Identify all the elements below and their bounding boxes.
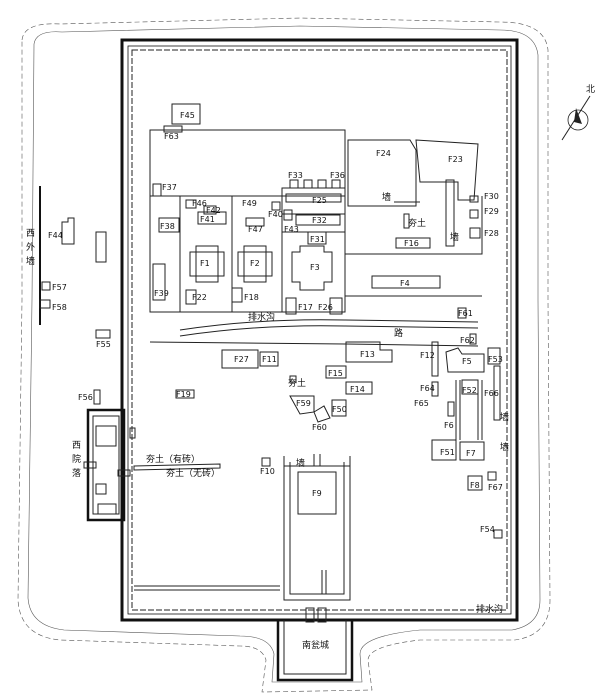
west-courtyard-label: 西 — [72, 440, 81, 451]
feature-label-f55: F55 — [96, 340, 111, 349]
feature-label-f54: F54 — [480, 525, 495, 534]
feature-label-f63: F63 — [164, 132, 179, 141]
feature-label-f9: F9 — [312, 489, 322, 498]
feature-label-f50: F50 — [332, 405, 347, 414]
feature-label-f40: F40 — [268, 210, 283, 219]
wall-label: 墙 — [500, 411, 509, 423]
feature-label-f65: F65 — [414, 399, 429, 408]
feature-label-f43: F43 — [284, 225, 299, 234]
drain-label: 排水沟 — [248, 311, 275, 323]
north-arrow-icon — [561, 95, 591, 141]
south-compound — [134, 454, 351, 601]
feature-label-f25: F25 — [312, 196, 327, 205]
feature-label-f11: F11 — [262, 355, 277, 364]
feature-label-f31: F31 — [310, 235, 325, 244]
northeast-compound — [344, 139, 483, 345]
west-outer-wall-label: 西 — [26, 228, 35, 239]
feature-label-f18: F18 — [244, 293, 259, 302]
west-outer-wall-label: 墙 — [26, 255, 35, 267]
feature-label-f16: F16 — [404, 239, 419, 248]
feature-label-f12: F12 — [420, 351, 435, 360]
feature-label-f1: F1 — [200, 259, 210, 268]
feature-label-f8: F8 — [470, 481, 480, 490]
feature-label-f17: F17 — [298, 303, 313, 312]
feature-label-f4: F4 — [400, 279, 410, 288]
south-weng-cheng — [276, 607, 354, 682]
feature-label-f51: F51 — [440, 448, 455, 457]
feature-label-f7: F7 — [466, 449, 476, 458]
feature-label-f42: F42 — [206, 206, 221, 215]
feature-label-f67: F67 — [488, 483, 503, 492]
west-courtyard-label: 院 — [72, 453, 81, 465]
feature-label-f64: F64 — [420, 384, 435, 393]
feature-label-f37: F37 — [162, 183, 177, 192]
feature-label-f14: F14 — [350, 385, 365, 394]
feature-label-f57: F57 — [52, 283, 67, 292]
central-buildings — [133, 341, 503, 539]
feature-label-f6: F6 — [444, 421, 454, 430]
feature-label-f2: F2 — [250, 259, 260, 268]
feature-label-f45: F45 — [180, 111, 195, 120]
feature-label-f49: F49 — [242, 199, 257, 208]
feature-label-f62: F62 — [460, 336, 475, 345]
drain-label: 排水沟 — [476, 603, 503, 615]
feature-label-f41: F41 — [200, 215, 215, 224]
west-small-buildings — [39, 217, 111, 405]
feature-label-f5: F5 — [462, 357, 472, 366]
feature-label-f60: F60 — [312, 423, 327, 432]
road-label: 路 — [394, 327, 403, 339]
feature-label-f44: F44 — [48, 231, 63, 240]
feature-label-f19: F19 — [176, 390, 191, 399]
feature-label-f46: F46 — [192, 199, 207, 208]
feature-label-f13: F13 — [360, 350, 375, 359]
wall-label: 墙 — [500, 441, 509, 453]
feature-label-f59: F59 — [296, 399, 311, 408]
feature-label-f52: F52 — [462, 386, 477, 395]
rammed-earth-label: 夯土 — [408, 217, 426, 229]
feature-label-f3: F3 — [310, 263, 320, 272]
feature-label-f47: F47 — [248, 225, 263, 234]
north-label: 北 — [586, 84, 595, 95]
feature-label-f38: F38 — [160, 222, 175, 231]
south-weng-cheng-label: 南瓮城 — [302, 639, 329, 651]
west-courtyard — [83, 408, 136, 522]
feature-label-f29: F29 — [484, 207, 499, 216]
rammed-earth-with-brick-label: 夯土（有砖） — [146, 453, 200, 465]
feature-label-f53: F53 — [488, 355, 503, 364]
rammed-earth-no-brick-label: 夯土（无砖） — [166, 467, 220, 479]
feature-label-f15: F15 — [328, 369, 343, 378]
feature-label-f30: F30 — [484, 192, 499, 201]
feature-label-f26: F26 — [318, 303, 333, 312]
wall-label: 墙 — [382, 191, 391, 203]
wall-label: 墙 — [296, 457, 305, 469]
drain-and-road — [149, 319, 479, 347]
west-outer-wall-label: 外 — [26, 241, 35, 253]
feature-label-f28: F28 — [484, 229, 499, 238]
feature-label-f56: F56 — [78, 393, 93, 402]
main-city-wall — [120, 38, 519, 622]
feature-label-f66: F66 — [484, 389, 499, 398]
feature-label-f61: F61 — [458, 309, 473, 318]
palace-compound — [149, 103, 346, 315]
feature-label-f22: F22 — [192, 293, 207, 302]
wall-label: 墙 — [450, 231, 459, 243]
feature-label-f39: F39 — [154, 289, 169, 298]
feature-label-f58: F58 — [52, 303, 67, 312]
feature-label-f36: F36 — [330, 171, 345, 180]
feature-label-f33: F33 — [288, 171, 303, 180]
feature-label-f32: F32 — [312, 216, 327, 225]
feature-label-f24: F24 — [376, 149, 391, 158]
feature-label-f27: F27 — [234, 355, 249, 364]
rammed-earth-label: 夯土 — [288, 377, 306, 389]
feature-label-f23: F23 — [448, 155, 463, 164]
outer-dashed-boundary — [17, 17, 551, 693]
west-courtyard-label: 落 — [72, 467, 81, 479]
feature-label-f10: F10 — [260, 467, 275, 476]
